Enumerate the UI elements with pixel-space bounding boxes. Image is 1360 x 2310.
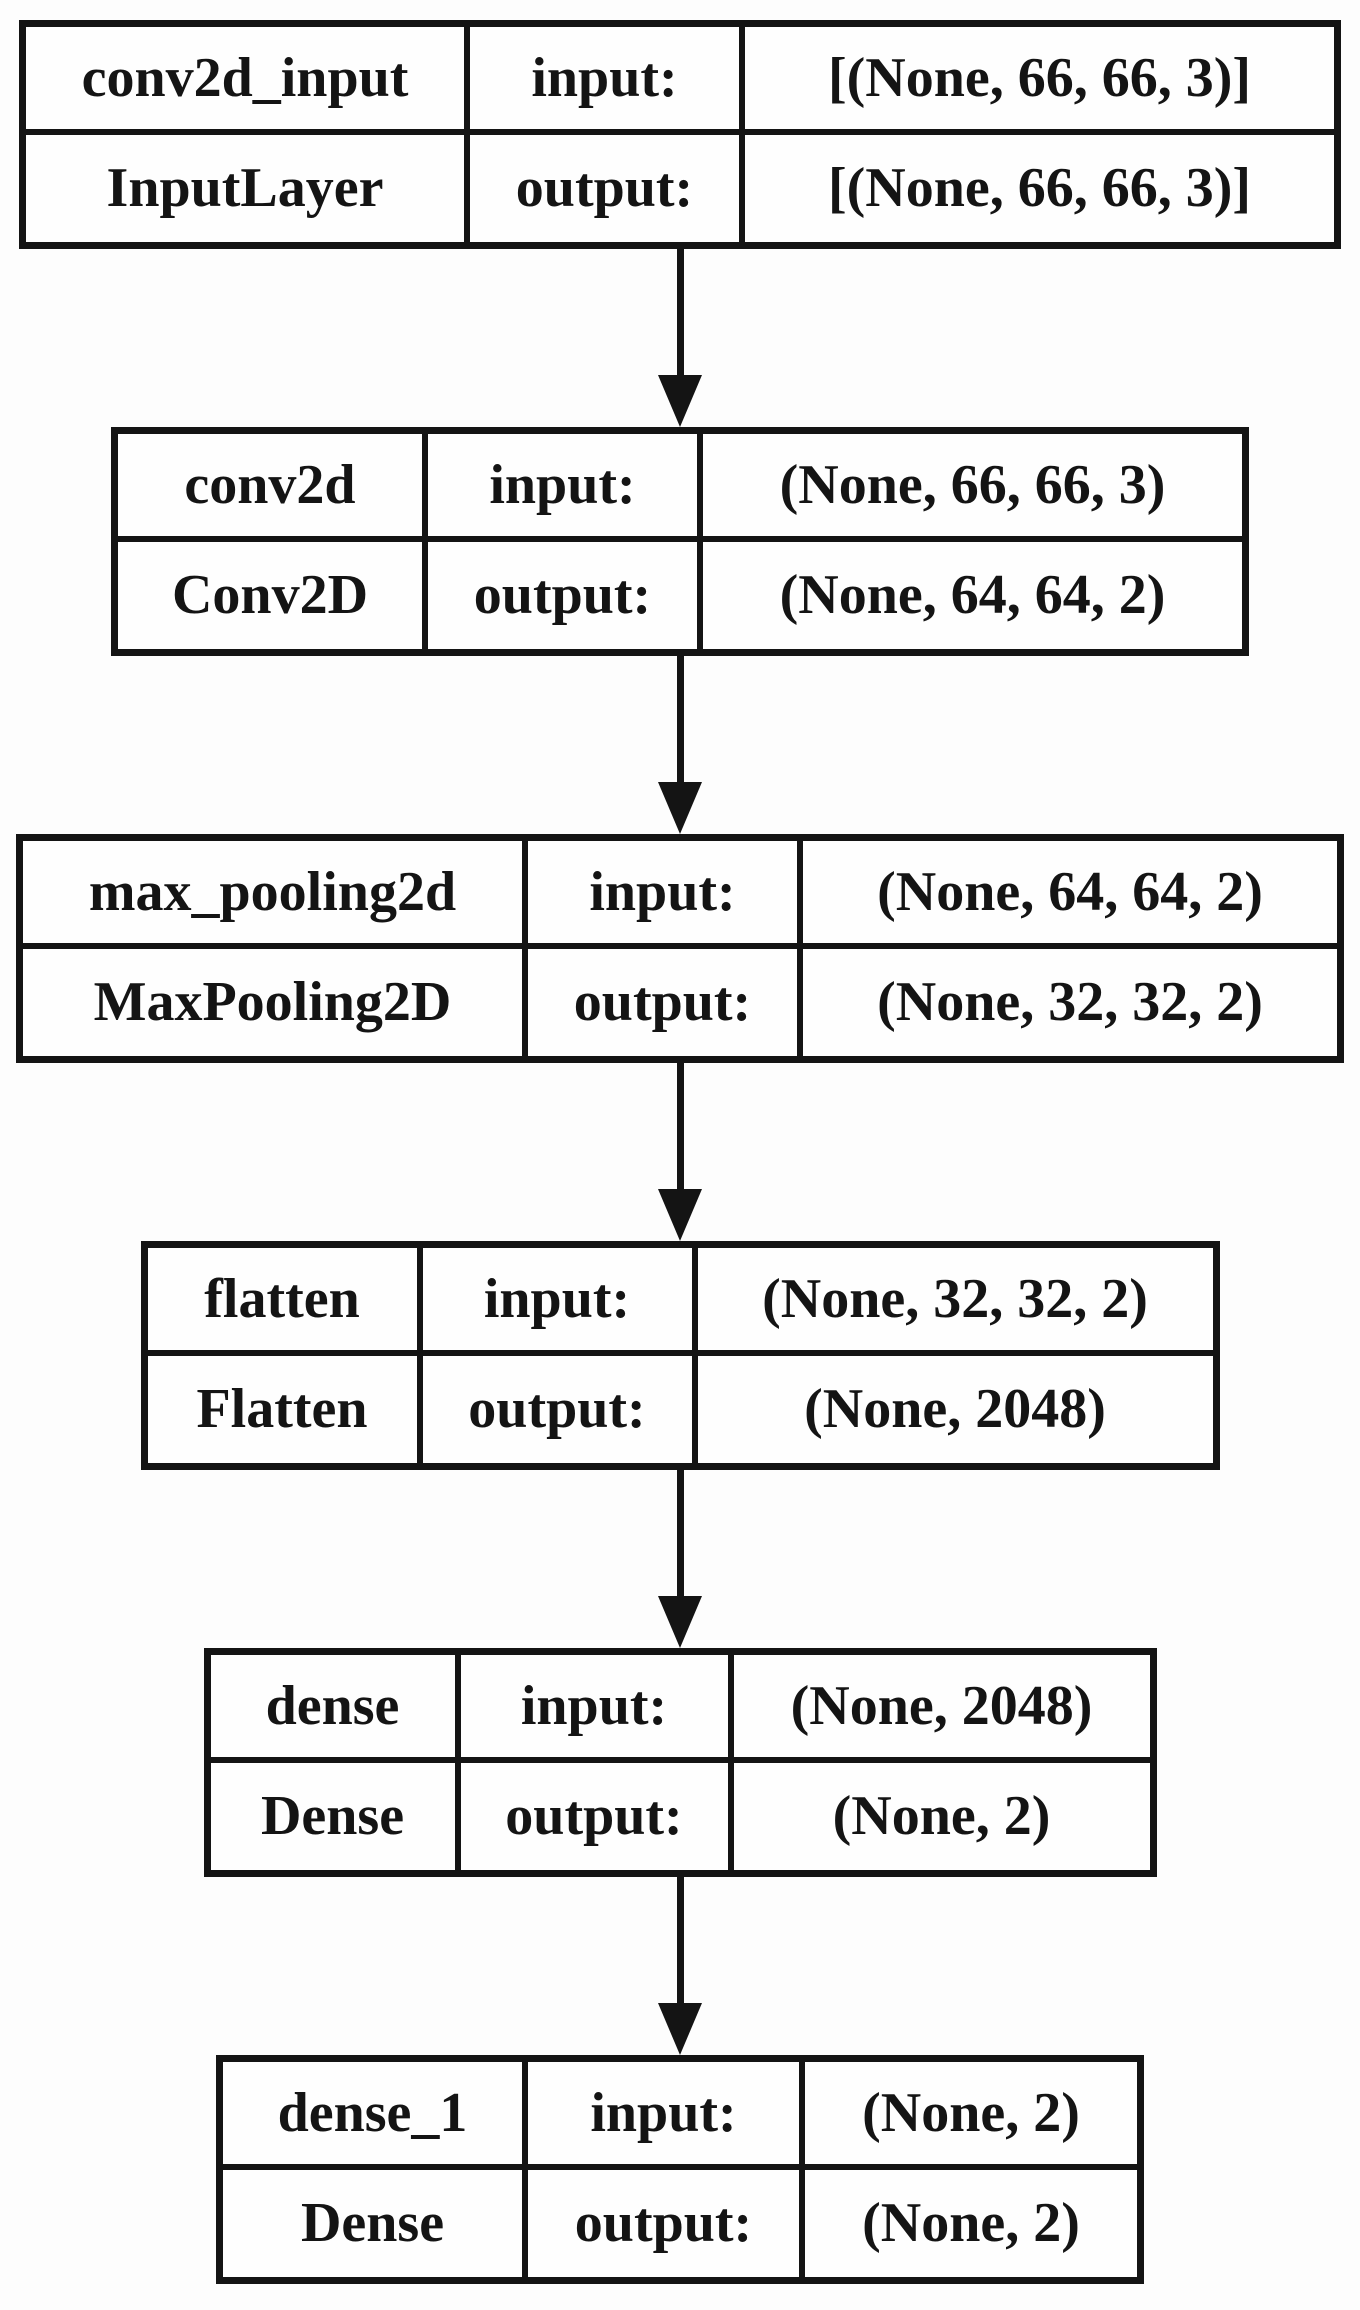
input-label: input: — [428, 434, 703, 542]
layer-name: conv2d_input — [26, 27, 470, 135]
edge-dense-to-dense-1 — [658, 1877, 702, 2055]
layer-type: Dense — [223, 2169, 528, 2277]
edge-flatten-to-dense — [658, 1470, 702, 1648]
layer-name: dense_1 — [223, 2062, 528, 2170]
input-shape: [(None, 66, 66, 3)] — [745, 27, 1334, 135]
layer-node-max-pooling2d: max_pooling2d input: (None, 64, 64, 2) M… — [16, 834, 1344, 1063]
input-label: input: — [470, 27, 745, 135]
arrowhead-down-icon — [658, 1596, 702, 1648]
arrow-line — [676, 1470, 684, 1597]
input-label: input: — [528, 841, 803, 949]
layer-node-flatten: flatten input: (None, 32, 32, 2) Flatten… — [140, 1241, 1220, 1470]
layer-type: InputLayer — [26, 134, 470, 242]
layer-type: Dense — [211, 1762, 461, 1870]
output-shape: (None, 32, 32, 2) — [877, 971, 1263, 1034]
arrow-line — [676, 1877, 684, 2004]
output-shape: (None, 2) — [832, 1785, 1051, 1848]
output-shape: (None, 2) — [862, 2192, 1080, 2255]
edge-input-to-conv2d — [658, 249, 702, 427]
input-shape: (None, 32, 32, 2) — [697, 1248, 1213, 1356]
layer-name: conv2d — [118, 434, 428, 542]
layer-node-conv2d: conv2d input: (None, 66, 66, 3) Conv2D o… — [111, 427, 1249, 656]
edge-maxpool-to-flatten — [658, 1063, 702, 1241]
layer-name: flatten — [147, 1248, 423, 1356]
output-shape: (None, 64, 64, 2) — [779, 564, 1166, 627]
output-label: output: — [528, 2169, 805, 2277]
layer-name: max_pooling2d — [23, 841, 528, 949]
layer-node-dense: dense input: (None, 2048) Dense output: … — [203, 1648, 1157, 1877]
input-shape: (None, 2) — [805, 2062, 1137, 2170]
output-shape: (None, 2048) — [804, 1378, 1106, 1441]
input-shape: (None, 66, 66, 3) — [703, 434, 1242, 542]
layer-type: Conv2D — [118, 541, 428, 649]
input-shape: (None, 64, 64, 2) — [803, 841, 1337, 949]
layer-type: Flatten — [148, 1355, 423, 1463]
arrow-line — [676, 656, 684, 783]
layer-type: MaxPooling2D — [23, 948, 528, 1056]
arrowhead-down-icon — [658, 1189, 702, 1241]
input-shape: (None, 2048) — [733, 1655, 1150, 1763]
input-label: input: — [528, 2062, 805, 2170]
arrowhead-down-icon — [658, 2003, 702, 2055]
input-label: input: — [460, 1655, 734, 1763]
layer-node-conv2d-input: conv2d_input input: [(None, 66, 66, 3)] … — [19, 20, 1341, 249]
output-label: output: — [470, 134, 745, 242]
edge-conv2d-to-maxpool — [658, 656, 702, 834]
output-label: output: — [423, 1355, 698, 1463]
arrowhead-down-icon — [658, 782, 702, 834]
arrow-line — [676, 249, 684, 376]
arrow-line — [676, 1063, 684, 1190]
output-shape: [(None, 66, 66, 3)] — [827, 157, 1252, 220]
layer-node-dense-1: dense_1 input: (None, 2) Dense output: (… — [216, 2055, 1144, 2284]
input-label: input: — [422, 1248, 698, 1356]
output-label: output: — [428, 541, 703, 649]
output-label: output: — [461, 1762, 734, 1870]
arrowhead-down-icon — [658, 375, 702, 427]
output-label: output: — [528, 948, 803, 1056]
layer-name: dense — [210, 1655, 461, 1763]
